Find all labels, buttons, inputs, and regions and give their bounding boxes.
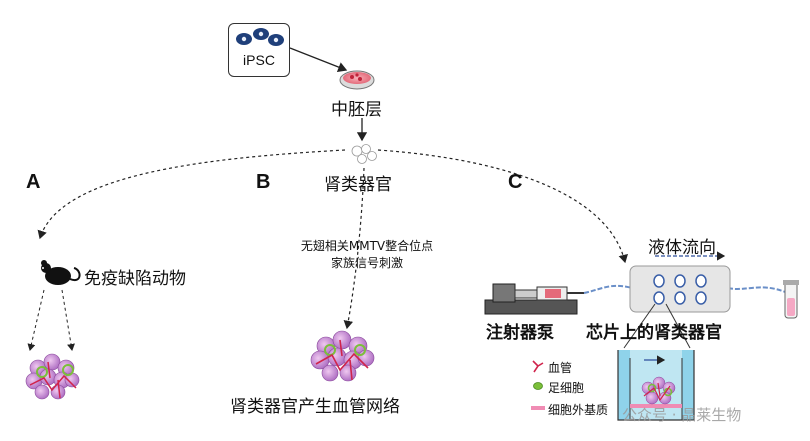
immunodeficient-animal-label: 免疫缺陷动物 xyxy=(84,269,186,289)
fluid-flow-label: 液体流向 xyxy=(648,238,716,258)
collection-tube-icon xyxy=(783,280,799,319)
syringe-pump-icon xyxy=(484,283,584,315)
vascularized-organoid-a-icon xyxy=(25,353,80,400)
wnt-signal-note: 无翅相关MMTV整合位点 家族信号刺激 xyxy=(282,238,452,272)
branch-c-letter: C xyxy=(508,171,523,193)
watermark: 公众号 · 晶莱生物 xyxy=(622,406,742,424)
wnt-note-line-2: 家族信号刺激 xyxy=(330,256,403,270)
branch-a-letter: A xyxy=(26,171,41,193)
chip-well-cross-section xyxy=(617,350,695,421)
organoid-cluster-icon xyxy=(351,144,377,164)
legend-ecm-label: 细胞外基质 xyxy=(548,403,609,417)
legend-ecm-icon xyxy=(531,406,545,410)
outlet-tubing xyxy=(727,286,786,293)
vascular-network-label: 肾类器官产生血管网络 xyxy=(230,397,400,417)
arrow-to-branch-b xyxy=(343,167,365,330)
legend-podocyte-icon xyxy=(533,382,543,390)
arrow-mouse-left xyxy=(27,289,45,351)
zoom-line-left xyxy=(623,303,656,349)
vascularized-organoid-b-icon xyxy=(310,330,375,382)
mesoderm-label: 中胚层 xyxy=(331,100,382,120)
ipsc-cells-icon xyxy=(236,28,284,46)
petri-dish-icon xyxy=(339,70,375,90)
legend-vessel-icon xyxy=(532,360,544,373)
organoid-on-chip-label: 芯片上的肾类器官 xyxy=(586,323,722,343)
ipsc-box: iPSC xyxy=(228,23,290,77)
arrow-ipsc-to-dish xyxy=(289,47,348,72)
arrow-mouse-right xyxy=(61,289,75,351)
branch-b-letter: B xyxy=(256,171,271,193)
ipsc-label: iPSC xyxy=(243,52,275,68)
wnt-note-line-1: 无翅相关MMTV整合位点 xyxy=(300,239,434,253)
syringe-pump-label: 注射器泵 xyxy=(486,323,554,343)
legend-podocyte-label: 足细胞 xyxy=(548,381,585,395)
arrow-to-branch-c xyxy=(377,149,628,264)
mouse-icon xyxy=(41,260,81,285)
kidney-organoid-label: 肾类器官 xyxy=(324,175,392,195)
zoom-line-right xyxy=(665,303,691,349)
arrow-to-branch-a xyxy=(37,149,346,240)
inlet-tubing xyxy=(583,284,633,294)
legend-vessel-label: 血管 xyxy=(548,361,573,375)
organ-chip-icon xyxy=(629,265,731,313)
